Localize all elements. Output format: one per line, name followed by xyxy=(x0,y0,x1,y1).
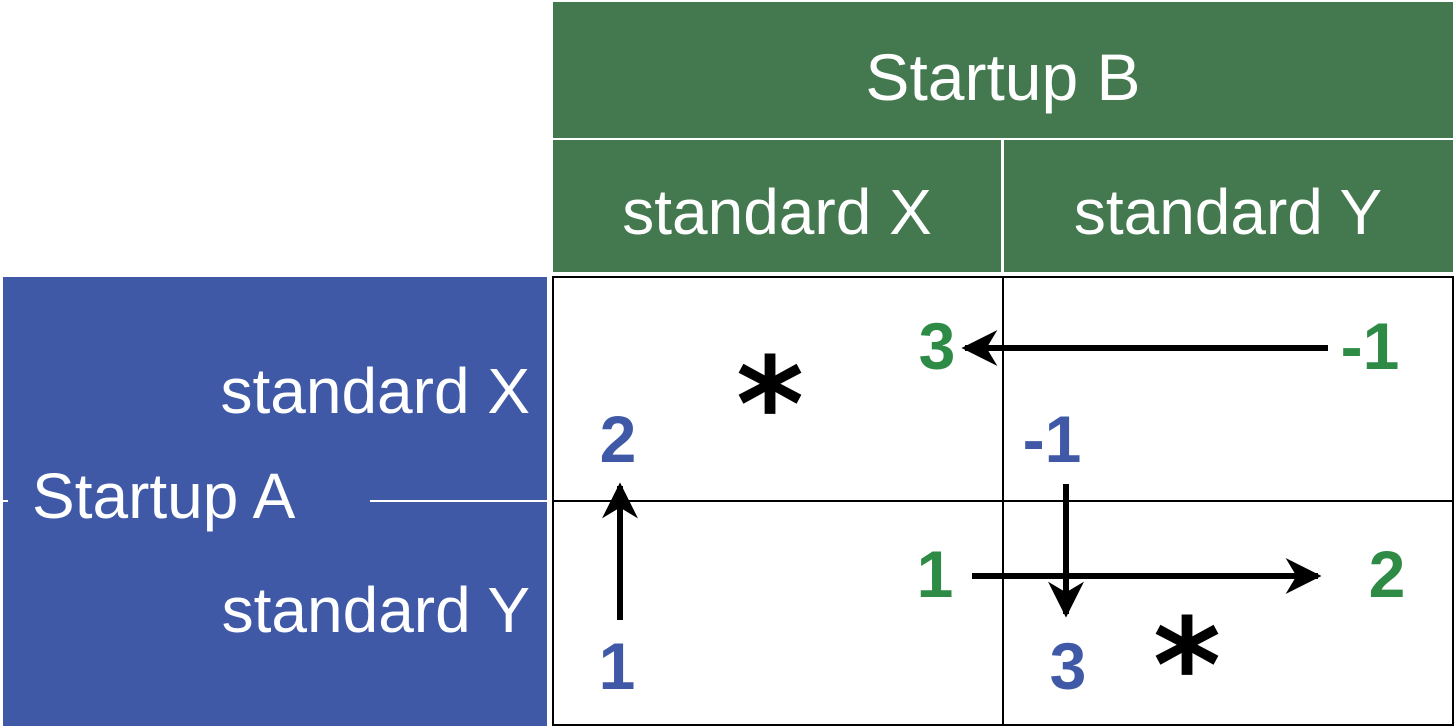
player-a-name: Startup A xyxy=(32,460,296,532)
player-b-header xyxy=(553,2,1453,138)
cell-xx-equilibrium-star: * xyxy=(736,329,804,481)
player-b-name: Startup B xyxy=(865,40,1140,114)
cell-yx-a-payoff: 1 xyxy=(599,629,636,703)
cell-xy-a-payoff: -1 xyxy=(1023,402,1082,476)
row-label-x: standard X xyxy=(220,355,530,427)
cell-yx-b-payoff: 1 xyxy=(917,537,954,611)
cell-yy-equilibrium-star: * xyxy=(1153,590,1221,728)
cell-yy-b-payoff: 2 xyxy=(1369,537,1406,611)
column-header-y xyxy=(1004,140,1453,272)
column-label-y: standard Y xyxy=(1074,176,1382,248)
row-label-y: standard Y xyxy=(222,574,530,646)
cell-xx-b-payoff: 3 xyxy=(919,309,956,383)
cell-yy-a-payoff: 3 xyxy=(1050,629,1087,703)
column-header-x xyxy=(553,140,1001,272)
cell-xx-a-payoff: 2 xyxy=(600,402,637,476)
column-label-x: standard X xyxy=(622,176,932,248)
cell-xy-b-payoff: -1 xyxy=(1341,309,1400,383)
